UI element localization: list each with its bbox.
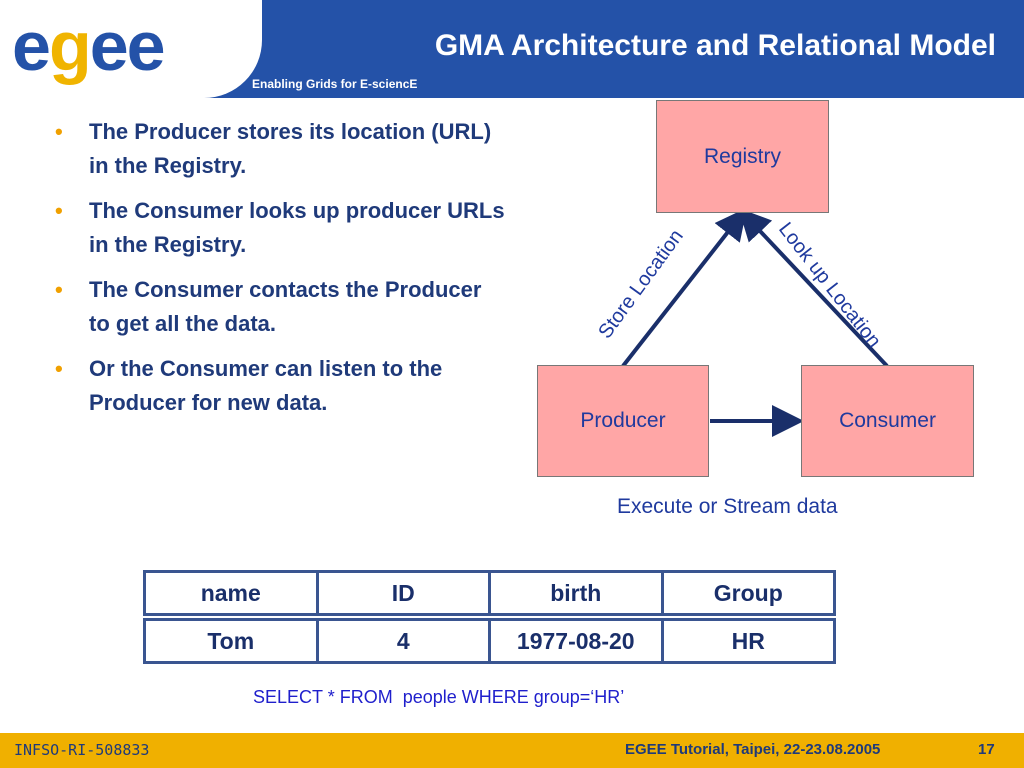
- bullet-dot-icon: •: [55, 277, 63, 302]
- bullet-dot-icon: •: [55, 119, 63, 144]
- execute-stream-label: Execute or Stream data: [617, 495, 838, 518]
- footer-event: EGEE Tutorial, Taipei, 22-23.08.2005: [625, 741, 881, 758]
- table-cell: 1977-08-20: [488, 618, 664, 664]
- producer-box: Producer: [537, 365, 709, 477]
- table-cell: HR: [660, 618, 836, 664]
- consumer-box: Consumer: [801, 365, 974, 477]
- table-header-row: name ID birth Group: [143, 570, 836, 616]
- egee-logo: egee: [12, 7, 166, 85]
- table-cell: 4: [315, 618, 491, 664]
- logo-area: egee: [0, 0, 262, 98]
- page-number: 17: [978, 741, 995, 758]
- bullet-item: • The Consumer contacts the Producer to g…: [55, 273, 505, 341]
- sql-query: SELECT * FROM people WHERE group=‘HR’: [253, 687, 625, 707]
- footer-project-id: INFSO-RI-508833: [14, 741, 150, 759]
- bullet-item: • The Consumer looks up producer URLs in …: [55, 194, 505, 262]
- slide-title: GMA Architecture and Relational Model: [434, 29, 996, 62]
- bullet-list: • The Producer stores its location (URL) …: [55, 115, 505, 431]
- registry-box: Registry: [656, 100, 829, 213]
- bullet-text: The Consumer contacts the Producer to ge…: [89, 277, 482, 336]
- table-header-cell: name: [143, 570, 319, 616]
- store-location-arrow: [621, 207, 747, 368]
- lookup-location-arrow: [738, 208, 889, 368]
- bullet-text: Or the Consumer can listen to the Produc…: [89, 356, 443, 415]
- footer-bar: INFSO-RI-508833 EGEE Tutorial, Taipei, 2…: [0, 733, 1024, 768]
- table-header-cell: ID: [315, 570, 491, 616]
- slide-subtitle: Enabling Grids for E-sciencE: [252, 77, 418, 91]
- table-row: Tom 4 1977-08-20 HR: [143, 618, 836, 664]
- bullet-item: • Or the Consumer can listen to the Produ…: [55, 352, 505, 420]
- bullet-text: The Producer stores its location (URL) i…: [89, 119, 492, 178]
- table-cell: Tom: [143, 618, 319, 664]
- table-header-cell: birth: [488, 570, 664, 616]
- table-header-cell: Group: [660, 570, 836, 616]
- bullet-item: • The Producer stores its location (URL) …: [55, 115, 505, 183]
- bullet-dot-icon: •: [55, 198, 63, 223]
- people-table: name ID birth Group Tom 4 1977-08-20 HR: [143, 570, 836, 664]
- header-bar: egee GMA Architecture and Relational Mod…: [0, 0, 1024, 98]
- bullet-dot-icon: •: [55, 356, 63, 381]
- bullet-text: The Consumer looks up producer URLs in t…: [89, 198, 505, 257]
